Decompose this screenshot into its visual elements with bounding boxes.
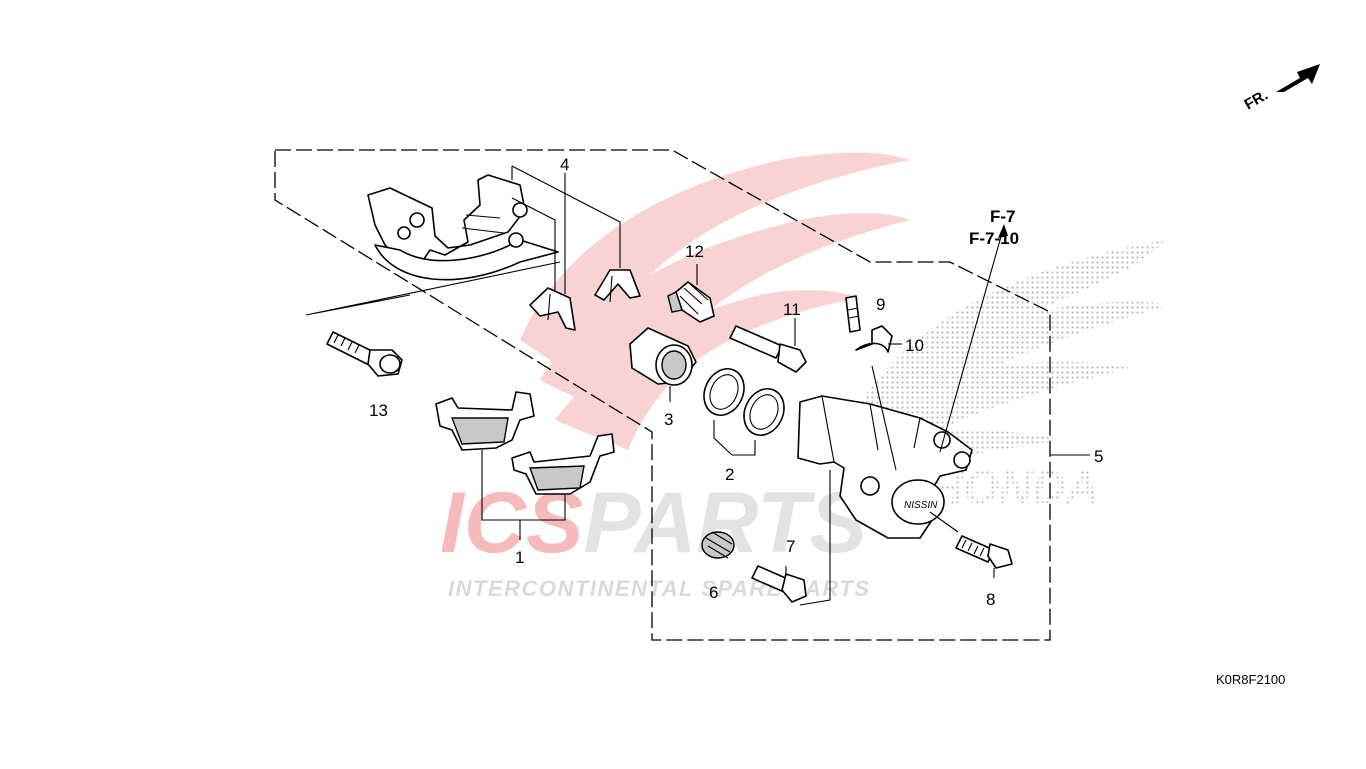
part-6-pin-boot xyxy=(701,531,735,559)
caliper-assembly-outline xyxy=(274,149,1051,641)
front-arrow-icon xyxy=(1276,64,1320,92)
part-10-bleeder-cap xyxy=(855,325,902,353)
callout-6: 6 xyxy=(709,583,718,602)
callout-10: 10 xyxy=(905,336,924,355)
part-9-bleeder-screw xyxy=(845,295,861,333)
callout-9: 9 xyxy=(876,295,885,314)
front-direction-label: FR. xyxy=(1242,87,1271,114)
callout-13: 13 xyxy=(369,401,388,420)
part-5-caliper-body: NISSIN xyxy=(797,365,973,539)
reference-leader-line xyxy=(939,225,1005,453)
callout-labels: 1 2 3 4 5 6 7 8 9 10 11 12 13 xyxy=(369,155,1103,609)
reference-arrow-icon xyxy=(998,224,1008,238)
front-direction-indicator: FR. xyxy=(1242,64,1320,114)
diagram-code: K0R8F2100 xyxy=(1216,672,1285,687)
callout-7: 7 xyxy=(786,537,795,556)
reference-label-secondary: F-7-10 xyxy=(969,229,1019,248)
part-2-piston-seal-set xyxy=(703,368,785,456)
reference-label-primary: F-7 xyxy=(990,207,1016,226)
caliper-emblem: NISSIN xyxy=(904,500,938,511)
part-4-pad-retainer xyxy=(511,165,641,331)
callout-11: 11 xyxy=(783,300,801,319)
part-1-brake-pad-set xyxy=(435,391,615,540)
part-3-caliper-piston xyxy=(629,327,697,402)
part-12-slide-pin-boot xyxy=(667,264,715,323)
callout-8: 8 xyxy=(986,590,995,609)
callout-2: 2 xyxy=(725,465,734,484)
brand-watermark-text: ICSPARTS xyxy=(440,475,867,571)
watermark: HONDA ICSPARTS INTERCONTINENTAL SPARE PA… xyxy=(440,152,1170,601)
callout-4: 4 xyxy=(560,155,569,174)
callout-5: 5 xyxy=(1094,447,1103,466)
callout-12: 12 xyxy=(685,242,704,261)
part-13-bracket-bolt xyxy=(326,331,403,377)
caliper-bracket xyxy=(367,174,559,281)
part-8-mounting-bolt xyxy=(929,511,1013,578)
callout-1: 1 xyxy=(515,548,524,567)
part-7-slide-pin-bolt xyxy=(751,470,831,606)
brand-tagline-watermark: INTERCONTINENTAL SPARE PARTS xyxy=(448,576,871,601)
callout-3: 3 xyxy=(664,410,673,429)
part-11-slide-pin xyxy=(729,318,807,373)
